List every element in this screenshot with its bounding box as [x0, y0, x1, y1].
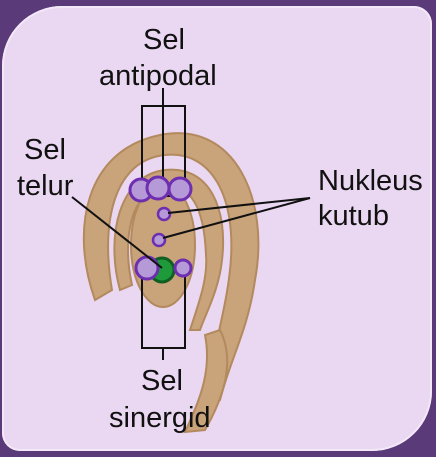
egg-label-line1: Sel: [24, 134, 66, 166]
polar-nucleus-1: [158, 208, 170, 220]
synergid-label-line1: Sel: [141, 365, 183, 397]
synergid-cell-1: [136, 257, 158, 279]
polar-label-line2: kutub: [318, 200, 389, 232]
synergid-label-line2: sinergid: [109, 402, 211, 434]
antipodal-cell-2: [147, 177, 169, 199]
antipodal-label-line1: Sel: [143, 24, 185, 56]
polar-label-line1: Nukleus: [318, 165, 423, 197]
synergid-cell-2: [175, 260, 191, 276]
polar-nucleus-2: [153, 234, 165, 246]
antipodal-label-line2: antipodal: [99, 60, 217, 92]
egg-label-line2: telur: [17, 170, 73, 202]
antipodal-cell-3: [169, 178, 191, 200]
